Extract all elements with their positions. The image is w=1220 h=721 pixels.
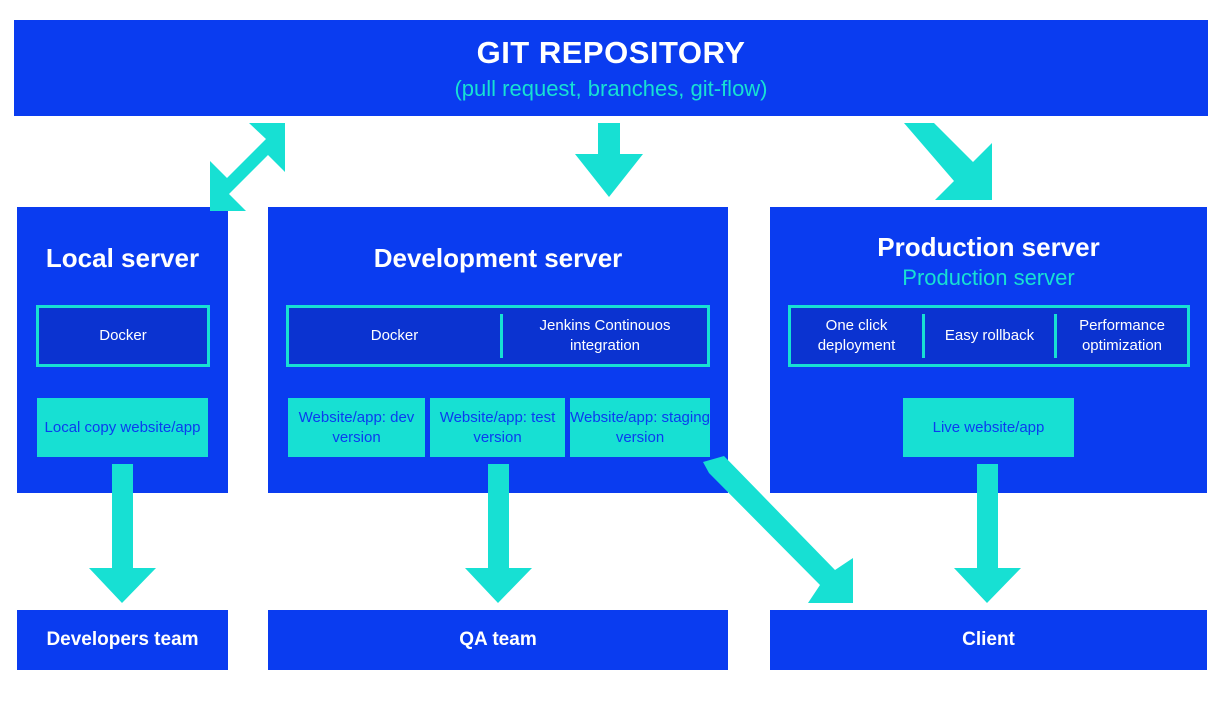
staging-version-box: Website/app: staging version [570, 398, 710, 457]
local-docker-frame: Docker [36, 305, 210, 367]
development-server-panel: Development server Docker Jenkins Contin… [268, 207, 728, 493]
production-server-subtitle: Production server [902, 265, 1075, 290]
local-server-panel: Local server Docker Local copy website/a… [17, 207, 228, 493]
client-box: Client [770, 610, 1207, 670]
one-click-deployment-label: One click deployment [817, 317, 896, 354]
double-arrow-repo-local [210, 123, 285, 211]
prod-frame-divider-1 [922, 314, 925, 358]
dev-docker-label: Docker [370, 327, 419, 344]
development-server-title: Development server [373, 243, 623, 273]
repo-title: GIT REPOSITORY [476, 35, 746, 70]
repo-subtitle: (pull request, branches, git-flow) [454, 76, 768, 101]
arrow-repo-dev [575, 123, 643, 197]
production-server-title: Production server [877, 232, 1100, 262]
live-website-box: Live website/app [903, 398, 1074, 457]
arrow-live-client [954, 464, 1021, 603]
arrow-staging-client [703, 456, 853, 603]
arrow-test-qa [465, 464, 532, 603]
performance-optimization-label: Performance optimization [1079, 317, 1165, 354]
git-repository-block: GIT REPOSITORY (pull request, branches, … [14, 20, 1208, 116]
prod-frame-divider-2 [1054, 314, 1057, 358]
prod-features-frame: One click deployment Easy rollback Perfo… [788, 305, 1190, 367]
arrow-repo-prod [904, 123, 992, 200]
local-copy-box: Local copy website/app [37, 398, 208, 457]
arrow-local-developers [89, 464, 156, 603]
easy-rollback-label: Easy rollback [944, 327, 1035, 344]
dev-tools-frame: Docker Jenkins Continouos integration [286, 305, 710, 367]
jenkins-label: Jenkins Continouos integration [539, 317, 671, 354]
qa-team-box: QA team [268, 610, 728, 670]
local-server-title: Local server [45, 243, 200, 273]
test-version-box: Website/app: test version [430, 398, 565, 457]
dev-version-box: Website/app: dev version [288, 398, 425, 457]
production-server-panel: Production server Production server One … [770, 207, 1207, 493]
dev-frame-divider [500, 314, 503, 358]
developers-team-box: Developers team [17, 610, 228, 670]
local-docker-label: Docker [99, 327, 147, 344]
